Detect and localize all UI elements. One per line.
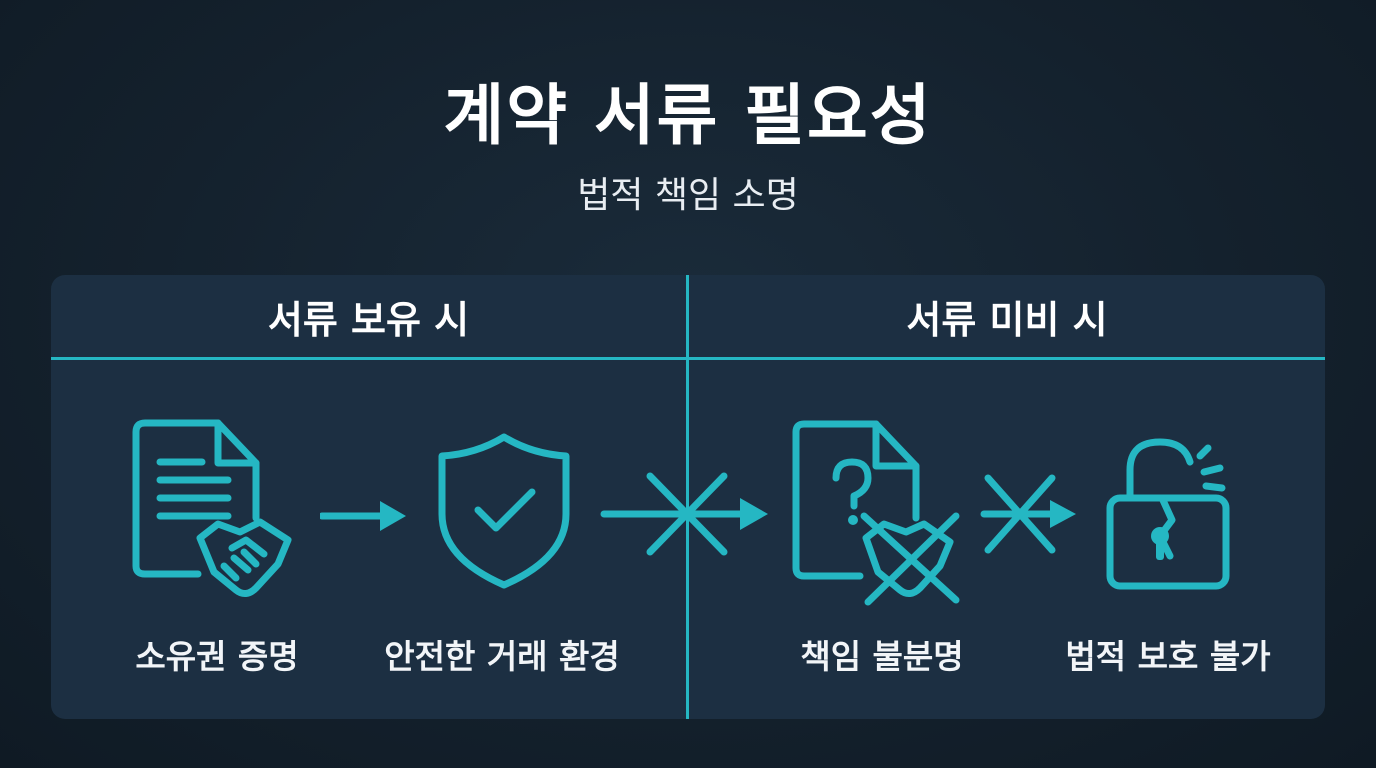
page-title: 계약 서류 필요성 xyxy=(443,77,933,154)
step-label-safe-transaction: 안전한 거래 환경 xyxy=(384,637,620,676)
column-heading-with-documents: 서류 보유 시 xyxy=(267,298,470,342)
arrow-right-icon xyxy=(320,501,406,531)
shield-check-icon xyxy=(438,433,570,589)
page-subtitle: 법적 책임 소명 xyxy=(577,175,799,216)
document-question-crossed-handshake-icon xyxy=(792,420,960,606)
step-label-no-legal-protection: 법적 보호 불가 xyxy=(1065,637,1271,676)
blocked-arrow-icon xyxy=(600,472,768,556)
blocked-arrow-icon xyxy=(980,474,1076,554)
step-label-unclear-liability: 책임 불분명 xyxy=(800,637,964,676)
step-label-ownership-proof: 소유권 증명 xyxy=(135,637,299,676)
column-divider xyxy=(686,275,689,719)
column-heading-without-documents: 서류 미비 시 xyxy=(906,298,1108,342)
broken-padlock-icon xyxy=(1106,438,1230,590)
document-handshake-icon xyxy=(132,419,292,597)
